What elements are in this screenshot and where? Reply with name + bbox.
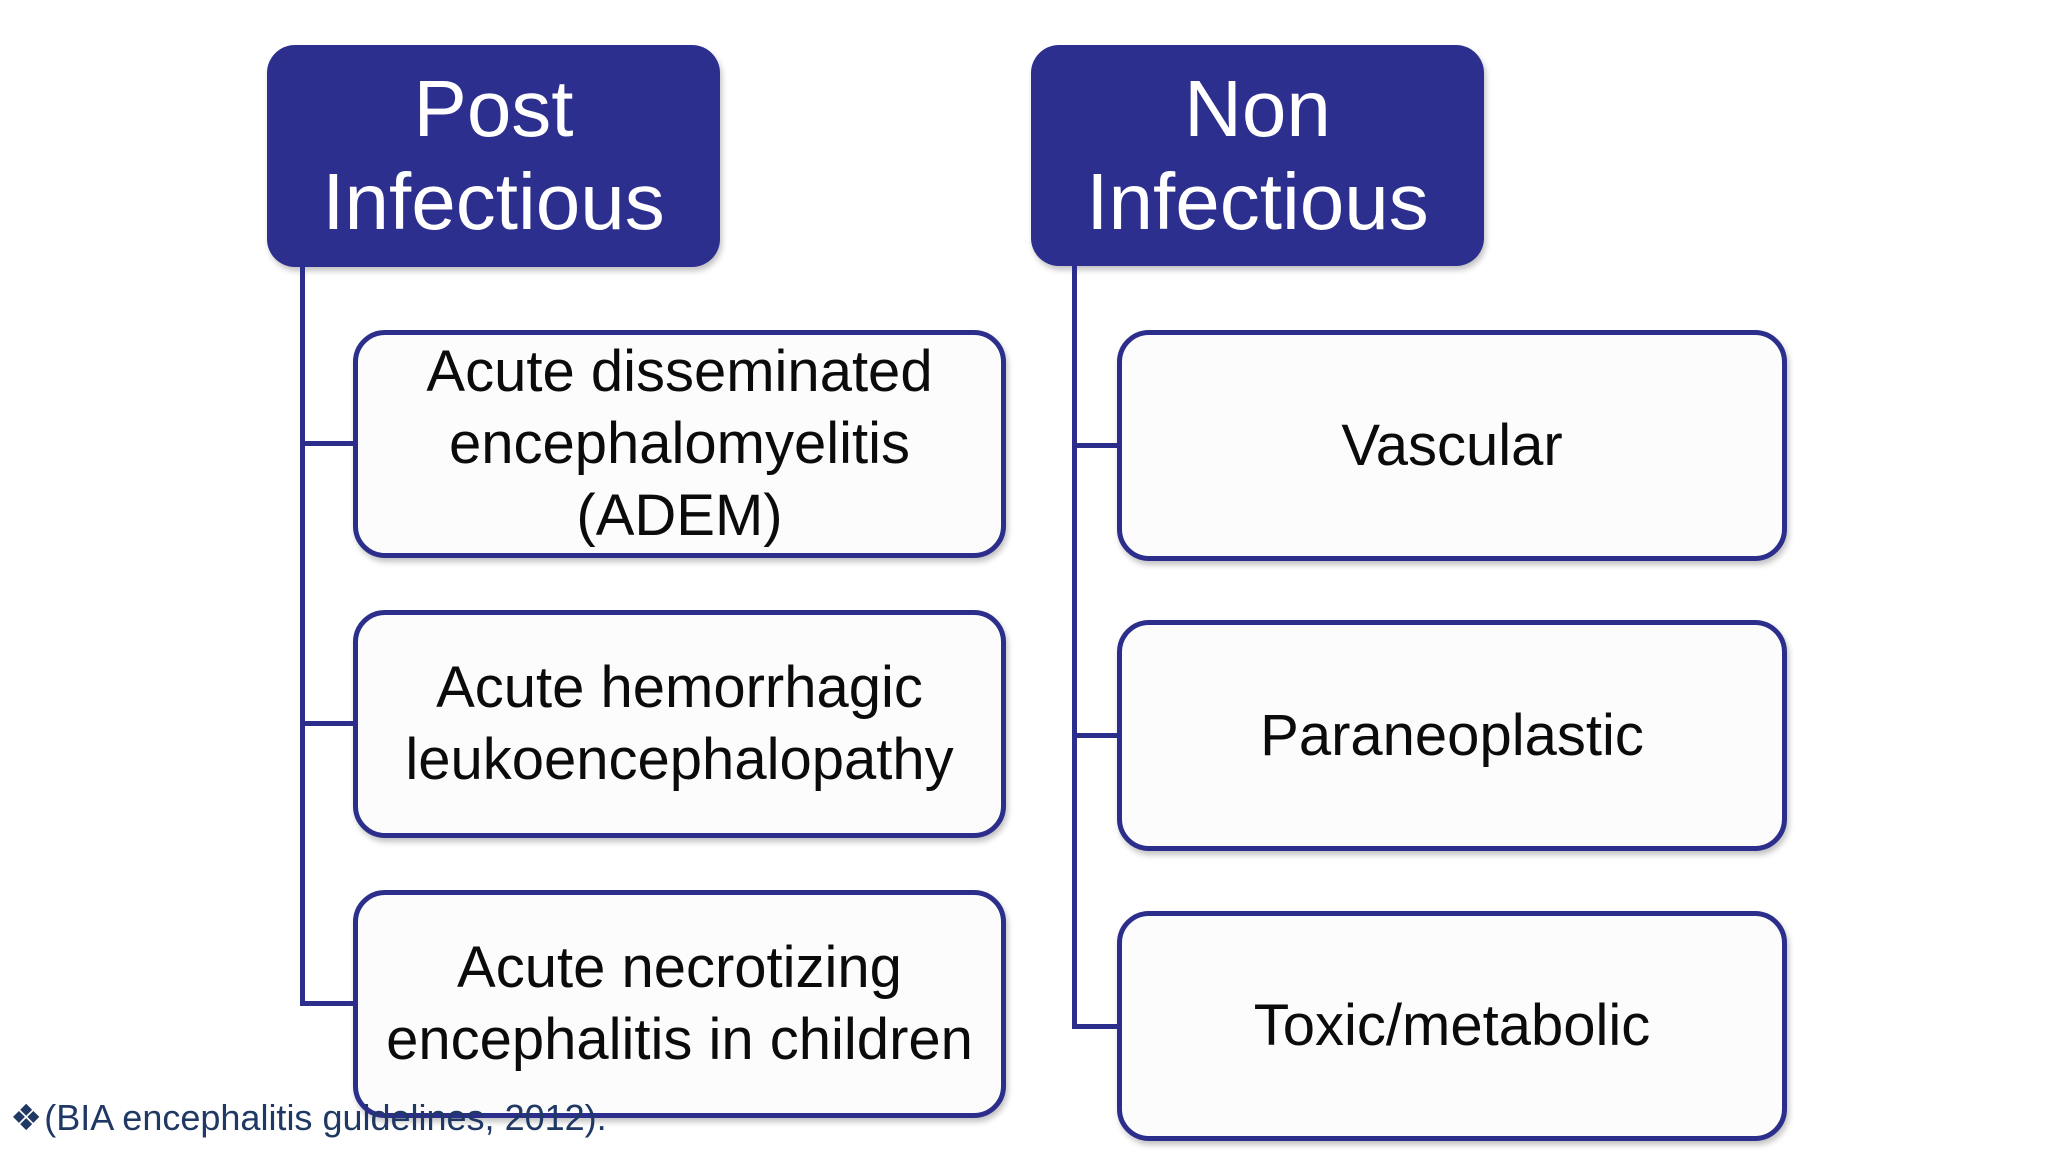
node-box-adem: Acute disseminated encephalomyelitis (AD… xyxy=(353,330,1006,558)
category-box-post-infectious: Post Infectious xyxy=(267,45,720,267)
citation-footnote: ❖(BIA encephalitis guidelines, 2012). xyxy=(10,1096,607,1139)
node-label-paraneoplastic: Paraneoplastic xyxy=(1260,702,1644,768)
node-box-toxic-metabolic: Toxic/metabolic xyxy=(1117,911,1787,1141)
diamond-bullet-icon: ❖ xyxy=(10,1097,43,1138)
node-label-adem: Acute disseminated encephalomyelitis (AD… xyxy=(426,339,933,548)
connector-elbow-adem xyxy=(300,441,355,446)
citation-text: (BIA encephalitis guidelines, 2012). xyxy=(44,1097,607,1138)
category-label-non-infectious: Non Infectious xyxy=(1086,63,1429,246)
node-box-paraneoplastic: Paraneoplastic xyxy=(1117,620,1787,851)
node-label-hemorrhagic-leukoencephalopathy: Acute hemorrhagic leukoencephalopathy xyxy=(405,655,954,792)
connector-elbow-hemorrhagic xyxy=(300,721,355,726)
connector-trunk-post-infectious xyxy=(300,267,305,1004)
node-label-toxic-metabolic: Toxic/metabolic xyxy=(1253,993,1651,1059)
connector-elbow-necrotizing xyxy=(300,1001,355,1006)
connector-trunk-non-infectious xyxy=(1072,266,1077,1028)
node-label-necrotizing-encephalitis: Acute necrotizing encephalitis in childr… xyxy=(386,935,973,1072)
node-label-vascular: Vascular xyxy=(1341,412,1563,478)
connector-elbow-vascular xyxy=(1072,443,1120,448)
connector-elbow-toxic-metabolic xyxy=(1072,1024,1120,1029)
node-box-vascular: Vascular xyxy=(1117,330,1787,561)
connector-elbow-paraneoplastic xyxy=(1072,733,1120,738)
node-box-necrotizing-encephalitis: Acute necrotizing encephalitis in childr… xyxy=(353,890,1006,1118)
category-box-non-infectious: Non Infectious xyxy=(1031,45,1484,266)
category-label-post-infectious: Post Infectious xyxy=(322,64,665,246)
node-box-hemorrhagic-leukoencephalopathy: Acute hemorrhagic leukoencephalopathy xyxy=(353,610,1006,838)
